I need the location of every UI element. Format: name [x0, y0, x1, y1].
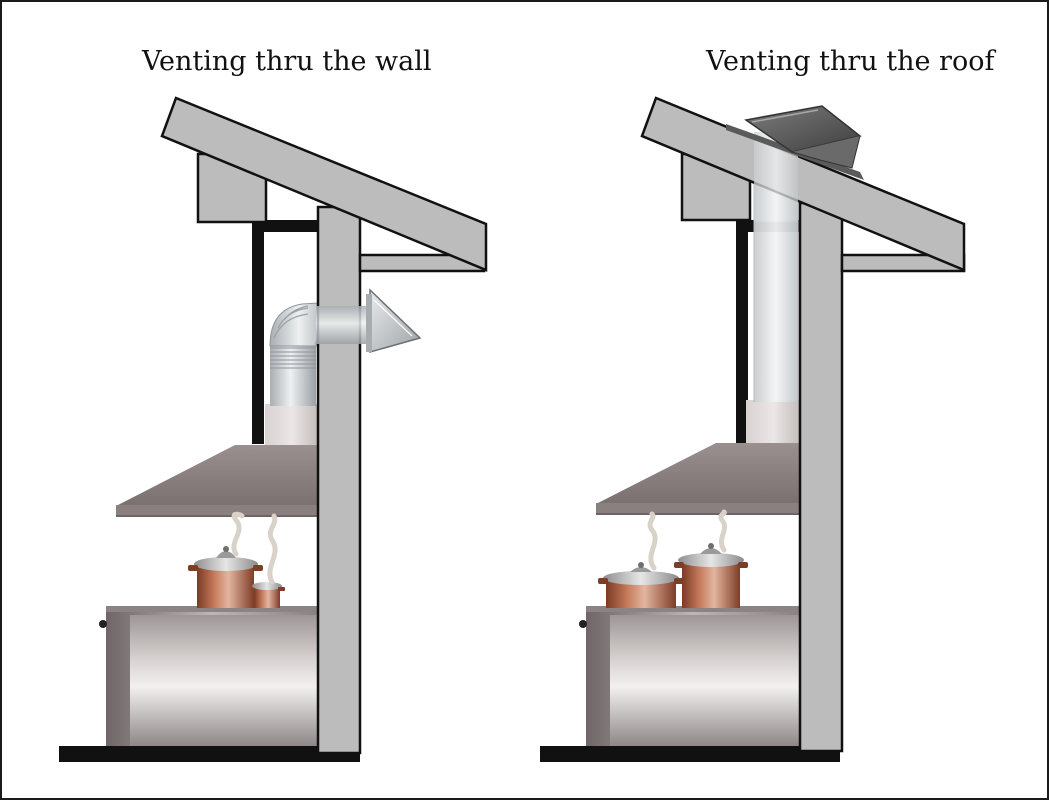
stock-pot-low-right	[598, 562, 684, 608]
roof-venting-scene	[540, 96, 966, 762]
floor-base-right	[540, 746, 840, 762]
cabinet-left	[99, 606, 318, 746]
joist-vertical-left	[252, 224, 264, 444]
wall-venting-scene	[59, 96, 488, 762]
duct-through-wall	[316, 306, 374, 344]
floor-base-left	[59, 746, 360, 762]
stock-pot-small-left	[252, 582, 285, 608]
roof-cap-icon	[726, 105, 864, 180]
steam-icon	[231, 511, 278, 585]
hood-chimney-right	[746, 400, 802, 444]
duct-vertical-left	[270, 344, 316, 406]
joist-vertical-right	[736, 224, 748, 444]
range-hood-right	[596, 443, 802, 515]
title-roof-venting: Venting thru the roof	[706, 46, 995, 77]
roof-rafter-right	[640, 96, 966, 272]
range-hood-left	[116, 445, 320, 517]
roof-rafter-left	[160, 96, 488, 272]
joist-top-left	[252, 220, 322, 232]
hood-chimney-left	[265, 404, 320, 446]
steam-icon-right	[647, 509, 728, 571]
stock-pot-tall-right	[674, 543, 748, 608]
title-wall-venting: Venting thru the wall	[142, 46, 432, 77]
wall-post-left	[316, 205, 362, 755]
wall-post-right	[798, 201, 844, 753]
wall-cap-icon	[366, 288, 422, 353]
stock-pot-large-left	[188, 546, 263, 608]
cabinet-right	[579, 606, 800, 746]
